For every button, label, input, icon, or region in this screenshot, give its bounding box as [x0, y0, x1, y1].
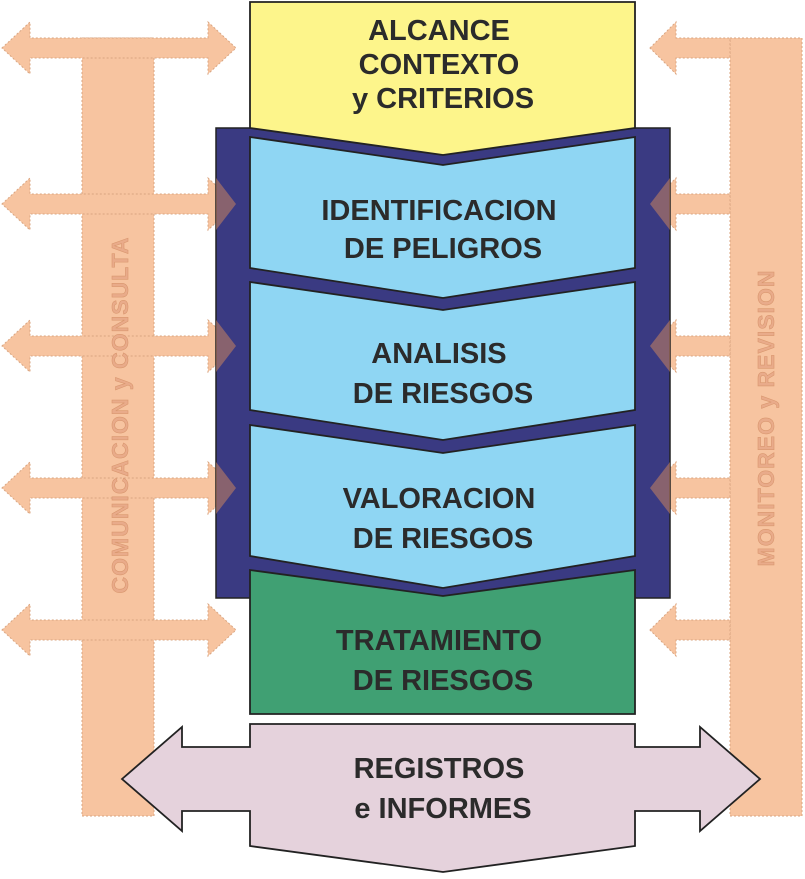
- identificacion-label: IDENTIFICACION DE PELIGROS: [321, 195, 564, 265]
- right-frame-label: MONITOREO y REVISION: [753, 270, 779, 567]
- identificacion-line-2: DE PELIGROS: [344, 233, 542, 265]
- tratamiento-line-2: DE RIESGOS: [353, 665, 534, 697]
- tratamiento-label: TRATAMIENTO DE RIESGOS: [336, 625, 550, 697]
- alcance-line-2: CONTEXTO: [359, 49, 520, 81]
- left-arrow-5: [1, 602, 237, 658]
- alcance-label: ALCANCE CONTEXTO y CRITERIOS: [352, 15, 534, 115]
- analisis-label: ANALISIS DE RIESGOS: [353, 338, 534, 410]
- step-valoracion: VALORACION DE RIESGOS: [249, 423, 636, 589]
- left-arrow-4: [1, 460, 237, 516]
- registros-line-2: e INFORMES: [354, 793, 531, 825]
- step-registros: REGISTROS e INFORMES: [120, 723, 762, 873]
- left-communication-frame: COMUNICACION y CONSULTA: [1, 20, 237, 817]
- analisis-line-1: ANALISIS: [371, 338, 506, 370]
- valoracion-line-2: DE RIESGOS: [353, 523, 534, 555]
- left-arrow-1: [1, 20, 237, 76]
- registros-line-1: REGISTROS: [354, 753, 525, 785]
- valoracion-line-1: VALORACION: [343, 483, 536, 515]
- step-analisis: ANALISIS DE RIESGOS: [249, 280, 636, 441]
- right-vertical-bar: [729, 37, 803, 817]
- right-arrow-tip-2: [650, 320, 670, 372]
- identificacion-shape: [249, 135, 636, 299]
- step-tratamiento: TRATAMIENTO DE RIESGOS: [249, 568, 636, 715]
- left-arrow-2: [1, 176, 237, 232]
- alcance-shape: [249, 1, 636, 156]
- right-arrow-tip-3: [650, 462, 670, 514]
- analisis-shape: [249, 280, 636, 441]
- right-arrow-tip-1: [650, 178, 670, 230]
- right-arrow-1: [649, 20, 731, 76]
- registros-label: REGISTROS e INFORMES: [354, 753, 533, 825]
- arrow-tips-overlay: [216, 178, 670, 514]
- right-arrow-5: [649, 602, 731, 658]
- registros-shape: [120, 723, 762, 873]
- step-alcance: ALCANCE CONTEXTO y CRITERIOS: [249, 1, 636, 156]
- left-arrow-tip-3: [216, 462, 236, 514]
- valoracion-shape: [249, 423, 636, 589]
- valoracion-label: VALORACION DE RIESGOS: [343, 483, 544, 555]
- left-arrow-tip-2: [216, 320, 236, 372]
- identificacion-line-1: IDENTIFICACION: [321, 195, 556, 227]
- tratamiento-line-1: TRATAMIENTO: [336, 625, 542, 657]
- right-monitoring-frame: MONITOREO y REVISION: [649, 20, 803, 817]
- left-frame-label: COMUNICACION y CONSULTA: [107, 237, 133, 594]
- step-identificacion: IDENTIFICACION DE PELIGROS: [249, 135, 636, 299]
- alcance-line-3: y CRITERIOS: [352, 83, 534, 115]
- left-arrow-tip-1: [216, 178, 236, 230]
- left-vertical-bar: [81, 37, 155, 817]
- alcance-line-1: ALCANCE: [368, 15, 510, 47]
- tratamiento-shape: [249, 568, 636, 715]
- left-arrow-3: [1, 318, 237, 374]
- analisis-line-2: DE RIESGOS: [353, 378, 534, 410]
